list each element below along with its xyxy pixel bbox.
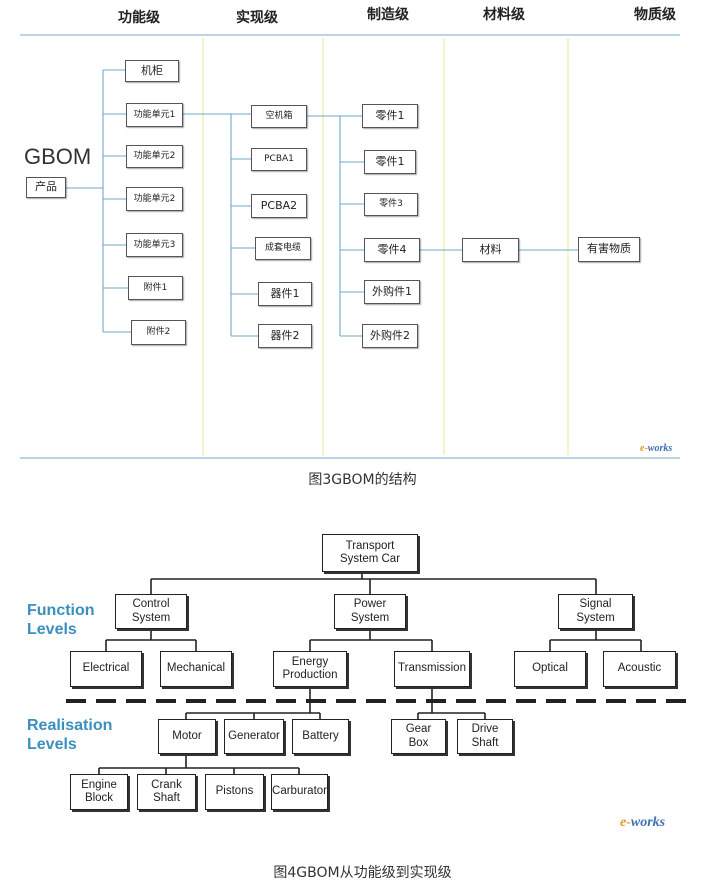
function-node: Mechanical [160,651,232,687]
function-node: Transmission [394,651,470,687]
header-realisation-level: 实现级 [236,10,278,26]
material-node: 材料 [462,238,519,262]
component-node: Pistons [205,774,264,810]
manufacturing-node: 外购件2 [362,324,418,348]
function-node: 附件2 [131,320,186,345]
manufacturing-node: 零件4 [364,238,420,262]
function-levels-label: Function Levels [27,602,95,638]
function-node: 功能单元2 [126,145,183,168]
system-node: Control System [115,594,187,629]
function-node: 功能单元1 [126,103,183,127]
realisation-node: Gear Box [391,719,446,754]
manufacturing-node: 零件1 [362,104,418,128]
eworks-logo: e-works [620,815,666,830]
realisation-node: PCBA1 [251,148,307,171]
header-substance-level: 物质级 [634,7,676,23]
function-node: 功能单元3 [126,233,183,257]
component-node: Crank Shaft [137,774,196,810]
realisation-node: Drive Shaft [457,719,513,754]
substance-node: 有害物质 [578,237,640,262]
realisation-node: Generator [224,719,284,754]
root-node: Transport System Car [322,534,418,572]
figure4-caption: 图4GBOM从功能级到实现级 [273,865,452,881]
header-function-level: 功能级 [118,10,160,26]
gbom-label: GBOM [24,144,92,169]
function-node: 附件1 [128,276,183,300]
product-node: 产品 [26,177,66,198]
function-node: Electrical [70,651,142,687]
component-node: Engine Block [70,774,128,810]
system-node: Power System [334,594,406,629]
component-node: Carburator [271,774,328,810]
system-node: Signal System [558,594,633,629]
realisation-levels-label: Realisation Levels [27,717,113,753]
manufacturing-node: 外购件1 [364,280,420,304]
eworks-logo: e-works [640,443,673,454]
realisation-node: 成套电缆 [255,237,311,260]
realisation-node: 空机箱 [251,105,307,128]
realisation-node: Motor [158,719,216,754]
realisation-node: 器件2 [258,324,312,348]
header-manufacturing-level: 制造级 [367,7,409,23]
function-node: 机柜 [125,60,179,82]
realisation-node: 器件1 [258,282,312,306]
header-material-level: 材料级 [483,7,525,23]
manufacturing-node: 零件3 [364,193,418,216]
realisation-node: Battery [292,719,349,754]
manufacturing-node: 零件1 [364,150,416,174]
function-node: Optical [514,651,586,687]
function-node: Energy Production [273,651,347,687]
function-node: 功能单元2 [126,187,183,211]
realisation-node: PCBA2 [251,194,307,218]
figure3-caption: 图3GBOM的结构 [308,472,417,488]
function-node: Acoustic [603,651,676,687]
